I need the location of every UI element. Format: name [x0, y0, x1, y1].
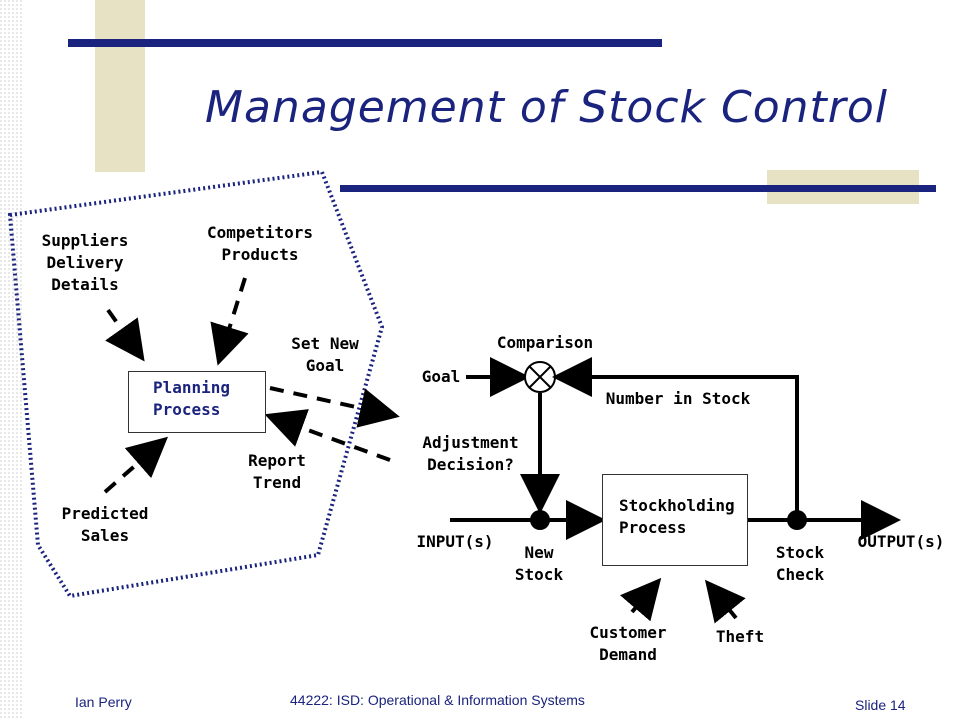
new-stock-label: New Stock: [514, 543, 564, 584]
comparison-label: Comparison: [496, 333, 594, 352]
suppliers-delivery-details-label: Suppliers Delivery Details: [41, 231, 129, 294]
new-stock-node: [530, 510, 550, 530]
stockholding-process-box: Stockholding Process: [602, 474, 748, 566]
suppliers-arrow: [105, 308, 145, 362]
slide-title: Management of Stock Control: [205, 82, 889, 133]
feedback-arrow: [552, 357, 799, 520]
report-trend-arrow: [264, 409, 391, 462]
number-in-stock-label: Number in Stock: [605, 389, 751, 408]
planning-process-box: Planning Process: [128, 371, 266, 433]
accent-block-top-left: [95, 0, 145, 172]
customer-demand-arrow: [619, 577, 662, 622]
predicted-sales-arrow: [103, 436, 169, 494]
accent-bar-top: [68, 39, 662, 47]
footer-course: 44222: ISD: Operational & Information Sy…: [290, 692, 585, 708]
stock-check-label: Stock Check: [775, 543, 825, 584]
footer-author: Ian Perry: [75, 694, 132, 710]
customer-demand-label: Customer Demand: [589, 623, 667, 664]
competitors-products-label: Competitors Products: [207, 223, 313, 264]
set-new-goal-arrow: [269, 386, 400, 428]
footer-slide-number: Slide 14: [855, 697, 906, 713]
theft-label: Theft: [715, 627, 765, 646]
goal-label: Goal: [421, 367, 461, 386]
stock-check-node: [787, 510, 807, 530]
input-label: INPUT(s): [416, 532, 494, 551]
adjustment-decision-label: Adjustment Decision?: [422, 433, 519, 474]
report-trend-label: Report Trend: [248, 451, 306, 492]
left-texture-strip: [0, 0, 22, 720]
predicted-sales-label: Predicted Sales: [61, 504, 149, 545]
output-label: OUTPUT(s): [857, 532, 945, 551]
accent-bar-right: [340, 185, 936, 192]
set-new-goal-label: Set New Goal: [291, 334, 359, 375]
theft-arrow: [704, 579, 746, 624]
competitors-arrow: [210, 277, 249, 366]
